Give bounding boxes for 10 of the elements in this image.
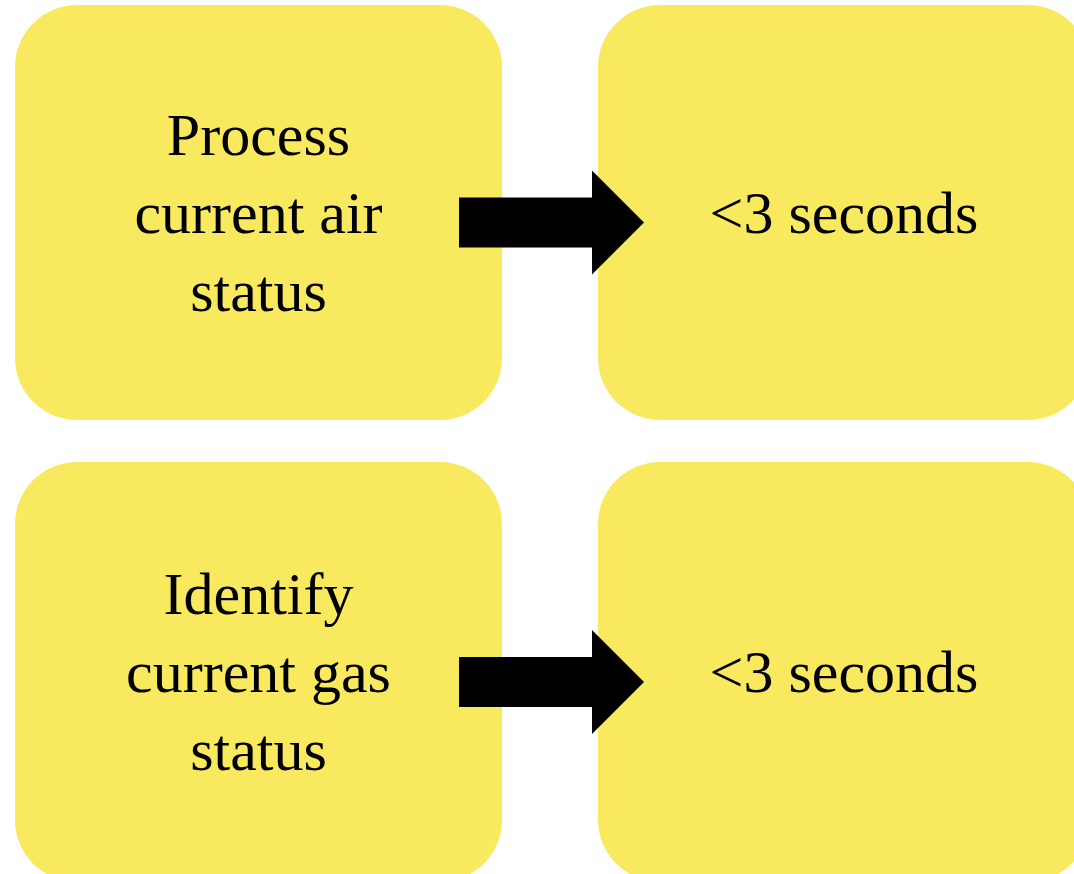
block-arrow: [459, 630, 644, 734]
node-text: Process current air status: [133, 100, 384, 326]
process-box: [15, 5, 502, 420]
process-box: [598, 5, 1074, 420]
process-box: [598, 462, 1074, 874]
node-text: <3 seconds: [709, 178, 979, 248]
node-text: <3 seconds: [709, 638, 979, 707]
process-box: [15, 462, 502, 874]
block-arrow: [459, 170, 644, 275]
node-text: Identify current gas status: [125, 560, 392, 785]
